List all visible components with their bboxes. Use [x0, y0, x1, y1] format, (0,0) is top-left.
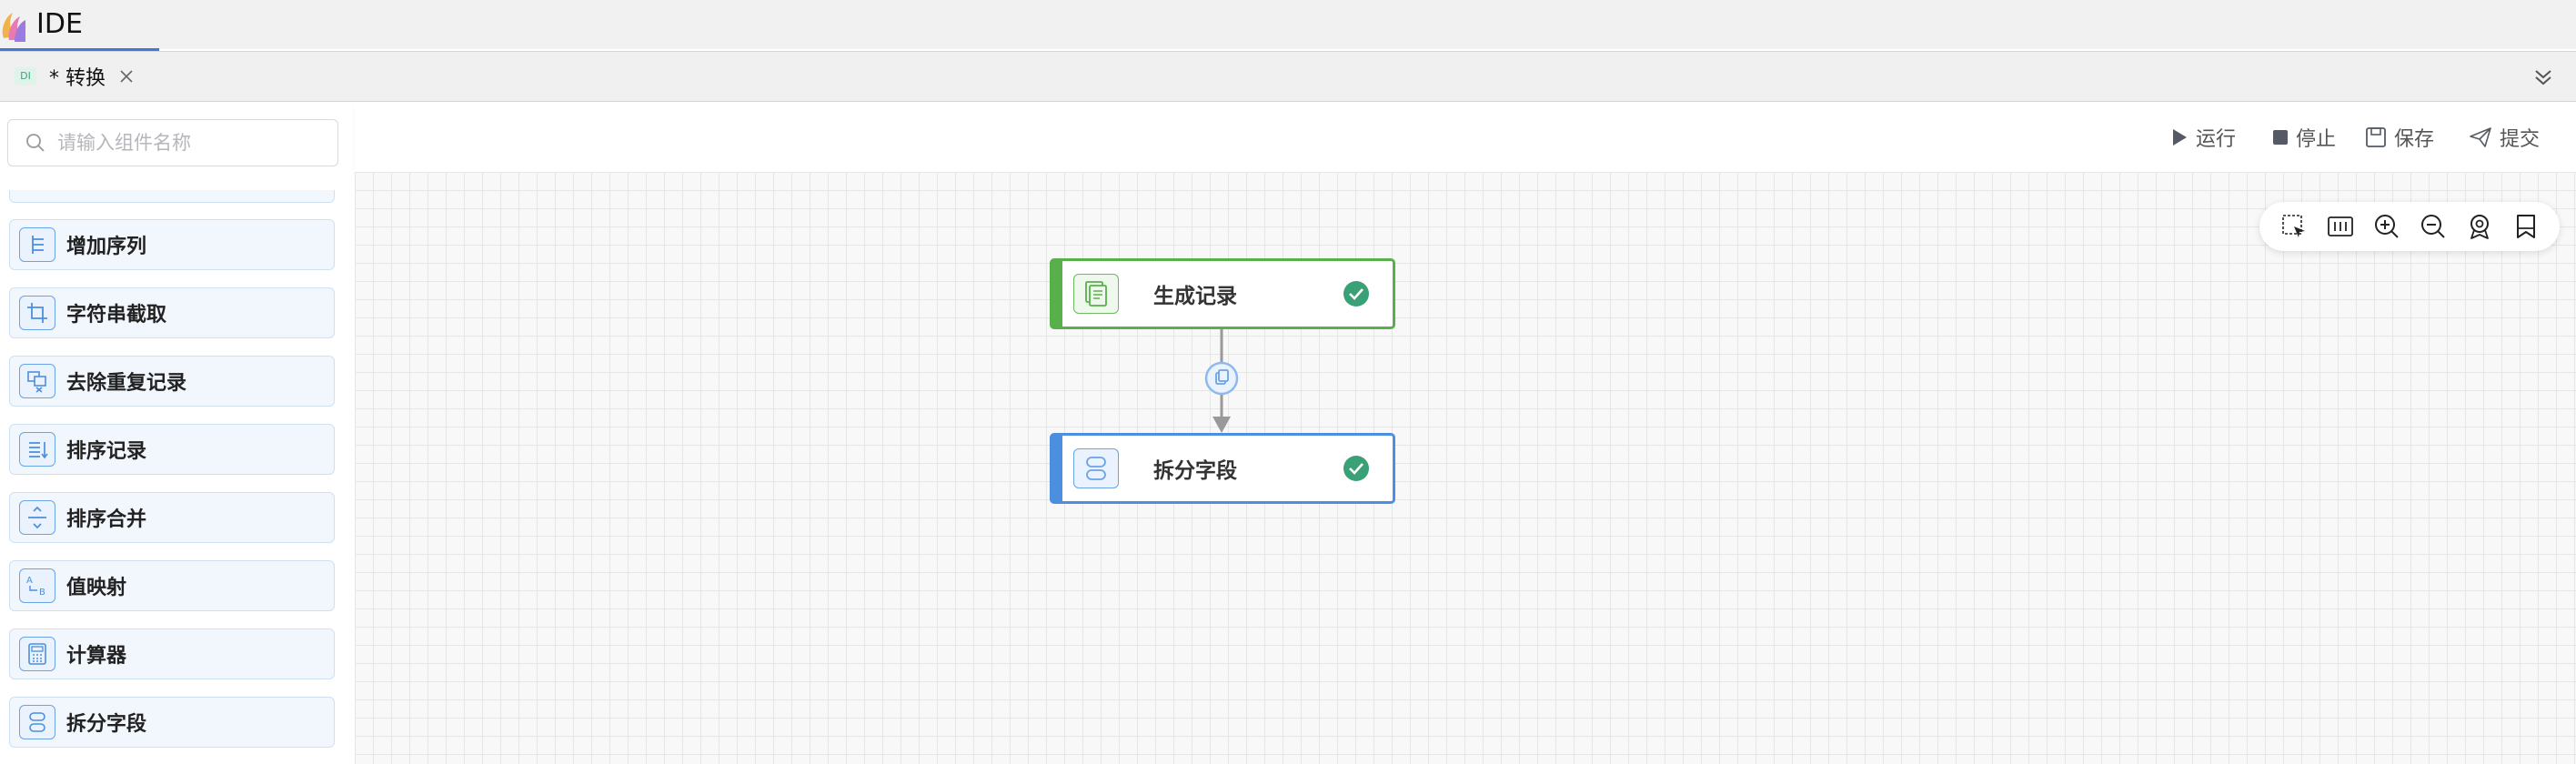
play-icon: [2173, 129, 2187, 146]
component-label: 排序合并: [66, 508, 147, 531]
generate-records-icon: [1073, 274, 1119, 314]
flow-node-generate-records[interactable]: 生成记录: [1050, 258, 1395, 329]
tab-close-icon[interactable]: [116, 66, 136, 86]
stop-button[interactable]: 停止: [2272, 123, 2336, 152]
component-list: 增加序列 字符串截取 去除重复记录 排序记录: [9, 219, 335, 764]
search-icon: [26, 134, 45, 152]
run-label: 运行: [2196, 128, 2237, 151]
bookmark-icon[interactable]: [2510, 210, 2542, 243]
calculator-icon: [19, 637, 55, 671]
transform-file-icon: DI: [15, 67, 36, 85]
crop-icon: [19, 296, 55, 330]
component-item-sort[interactable]: 排序记录: [9, 424, 335, 475]
tab-label: * 转换: [49, 67, 106, 90]
title-underline: [0, 48, 159, 51]
node-label: 生成记录: [1153, 285, 1237, 308]
component-search[interactable]: [7, 119, 338, 166]
component-label: 增加序列: [66, 236, 147, 258]
list-item-partial: [9, 190, 335, 203]
submit-button[interactable]: 提交: [2469, 123, 2540, 152]
editor-toolbar: 运行 停止 保存 提交: [355, 103, 2576, 172]
send-icon: [2470, 127, 2491, 147]
app-header: IDE: [0, 0, 2576, 51]
svg-text:A: A: [26, 576, 33, 586]
component-item-split-field[interactable]: 拆分字段: [9, 697, 335, 748]
component-label: 字符串截取: [66, 304, 167, 327]
sort-icon: [19, 432, 55, 467]
stop-label: 停止: [2296, 128, 2337, 151]
component-label: 排序记录: [66, 440, 147, 463]
fit-view-icon[interactable]: [2324, 210, 2357, 243]
component-sidebar: 增加序列 字符串截取 去除重复记录 排序记录: [0, 103, 368, 764]
component-item-add-sequence[interactable]: 增加序列: [9, 219, 335, 270]
merge-icon: [19, 500, 55, 535]
zoom-in-icon[interactable]: [2370, 210, 2403, 243]
component-item-calculator[interactable]: 计算器: [9, 628, 335, 679]
component-label: 拆分字段: [66, 713, 147, 736]
check-circle-icon: [1343, 281, 1369, 307]
node-label: 拆分字段: [1153, 459, 1237, 483]
save-label: 保存: [2394, 128, 2435, 151]
submit-label: 提交: [2500, 128, 2541, 151]
component-item-substring[interactable]: 字符串截取: [9, 287, 335, 338]
split-field-icon: [19, 705, 55, 739]
collapse-double-chevron-icon[interactable]: [2529, 63, 2558, 92]
app-title: IDE: [36, 8, 83, 40]
zoom-out-icon[interactable]: [2417, 210, 2450, 243]
sequence-icon: [19, 227, 55, 262]
save-icon: [2366, 127, 2386, 147]
check-circle-icon: [1343, 456, 1369, 481]
tab-transform[interactable]: DI * 转换: [15, 61, 136, 92]
flow-node-split-field[interactable]: 拆分字段: [1050, 433, 1395, 504]
stop-icon: [2273, 130, 2288, 145]
component-label: 计算器: [66, 645, 127, 668]
search-input[interactable]: [57, 132, 330, 154]
flow-connector[interactable]: [1199, 329, 1244, 435]
run-button[interactable]: 运行: [2170, 123, 2236, 152]
component-label: 去除重复记录: [66, 372, 187, 395]
svg-text:B: B: [39, 588, 45, 598]
locate-icon[interactable]: [2463, 210, 2496, 243]
component-item-sort-merge[interactable]: 排序合并: [9, 492, 335, 543]
select-area-icon[interactable]: [2278, 210, 2310, 243]
dedupe-icon: [19, 364, 55, 398]
flow-canvas[interactable]: [355, 172, 2576, 764]
save-button[interactable]: 保存: [2365, 123, 2434, 152]
tab-bar: DI * 转换: [0, 51, 2576, 102]
component-item-dedupe[interactable]: 去除重复记录: [9, 356, 335, 407]
split-field-icon: [1073, 448, 1119, 488]
canvas-toolbar: [2259, 202, 2560, 251]
component-label: 值映射: [66, 577, 127, 599]
app-logo-icon: [2, 13, 25, 42]
